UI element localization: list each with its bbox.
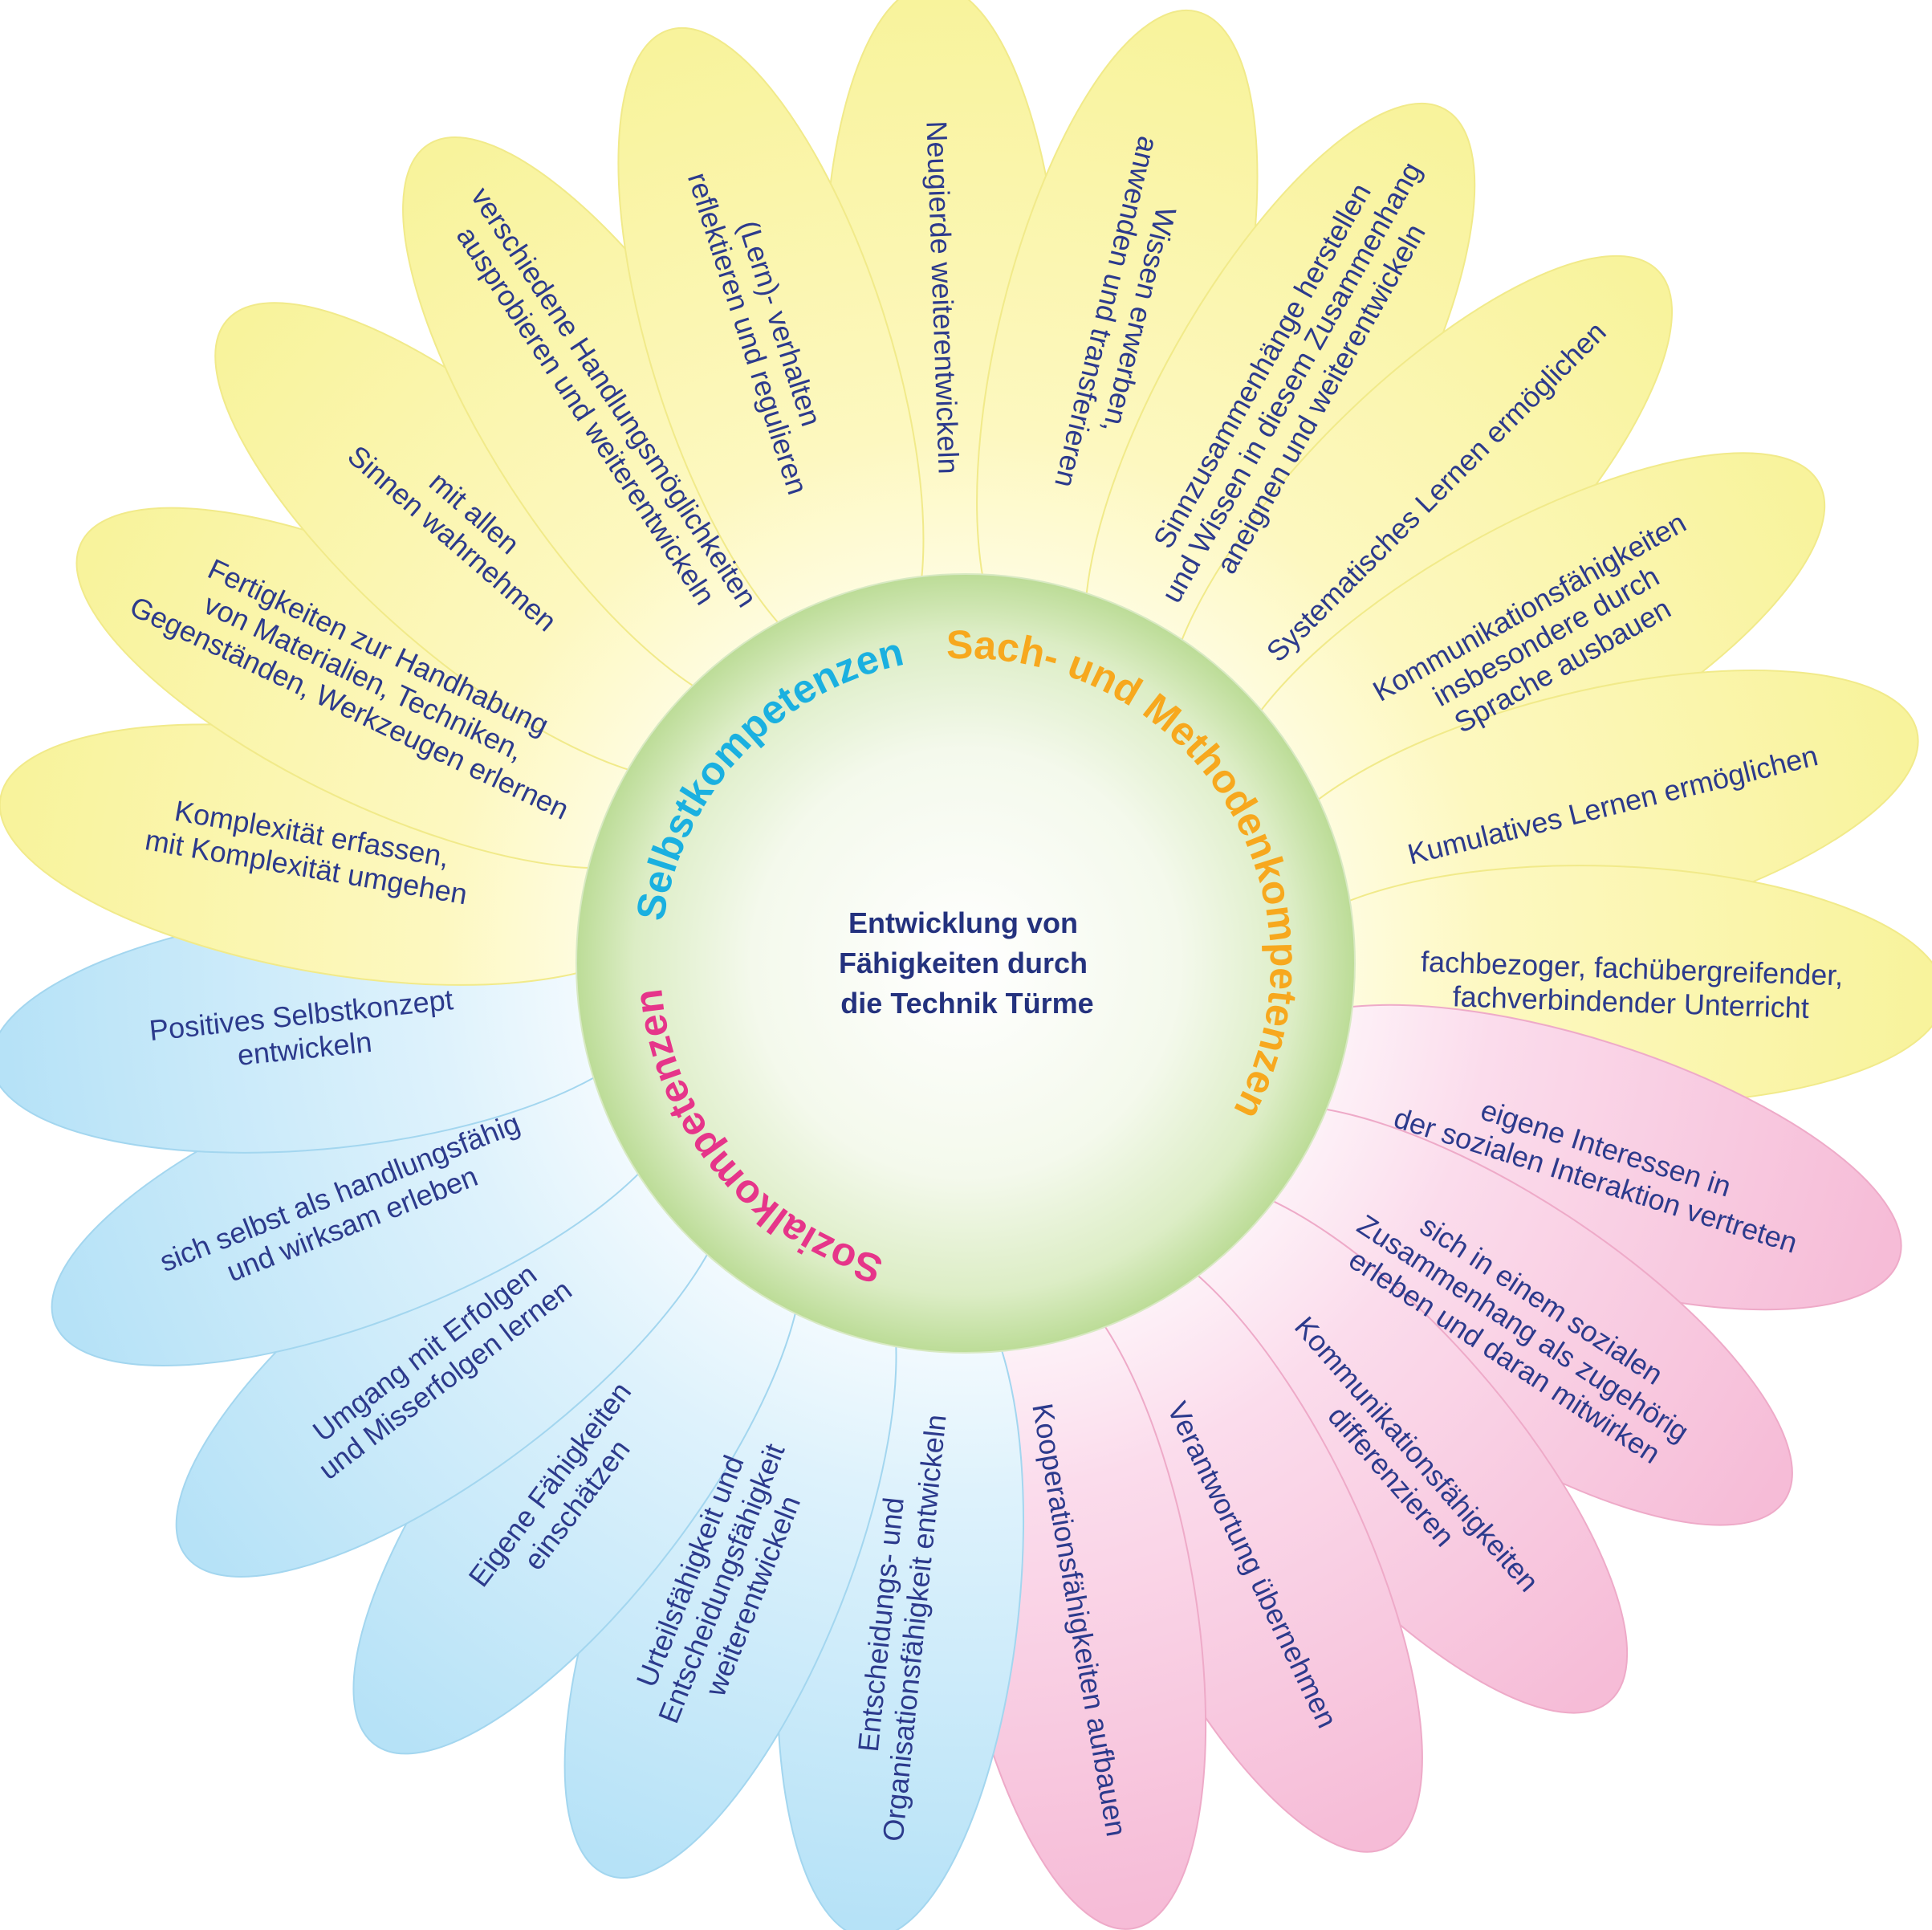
center-title-line-3: die Technik Türme (840, 987, 1093, 1020)
center-title-line-1: Entwicklung von (848, 906, 1078, 939)
petal-label: fachbezoger, fachübergreifender,fachverb… (1419, 945, 1844, 1025)
center-title-line-2: Fähigkeiten durch (839, 947, 1088, 979)
center-circle (576, 573, 1356, 1354)
center-title: Entwicklung von Fähigkeiten durch die Te… (839, 906, 1096, 1020)
